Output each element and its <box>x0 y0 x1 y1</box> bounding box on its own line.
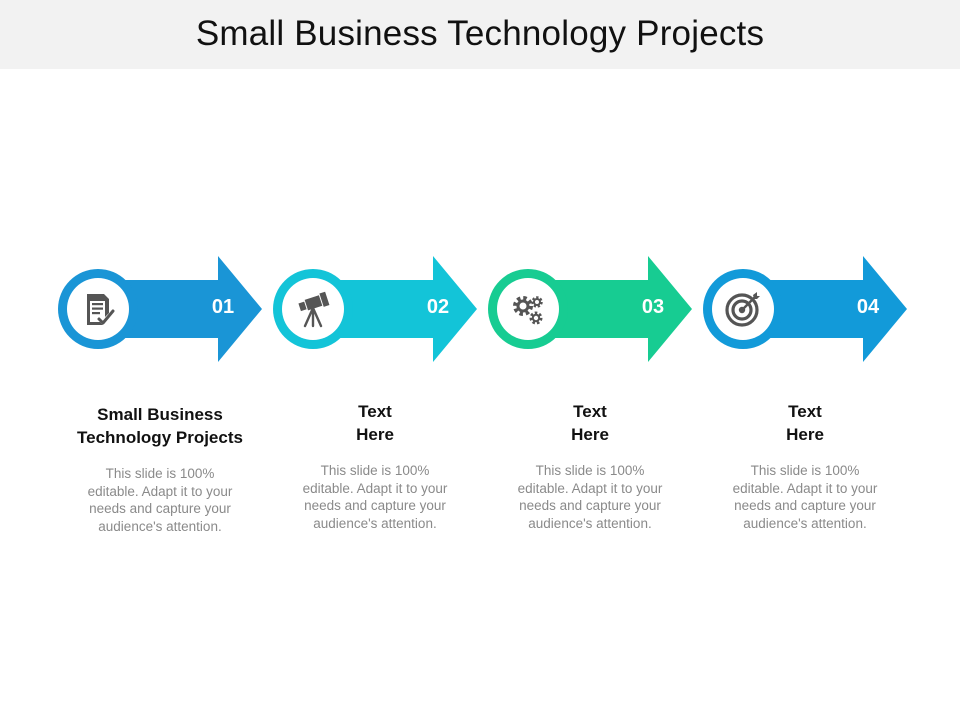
arrow-shape <box>98 256 262 362</box>
step-3-arrow: 03 <box>488 256 706 362</box>
step-number: 01 <box>211 296 235 318</box>
step-1-arrow: 01 <box>58 256 276 362</box>
icon-ring <box>703 269 783 349</box>
arrow-shape <box>313 256 477 362</box>
step-2-arrow: 02 <box>273 256 491 362</box>
caption-body: This slide is 100% editable. Adapt it to… <box>517 463 663 531</box>
step-number: 04 <box>856 296 880 318</box>
icon-circle <box>282 278 344 340</box>
icon-circle <box>497 278 559 340</box>
caption-body: This slide is 100% editable. Adapt it to… <box>732 463 878 531</box>
icon-circle <box>67 278 129 340</box>
caption-body: This slide is 100% editable. Adapt it to… <box>302 463 448 531</box>
icon-ring <box>273 269 353 349</box>
arrow-shape <box>528 256 692 362</box>
icon-ring <box>58 269 138 349</box>
icon-ring <box>488 269 568 349</box>
document-check-icon <box>87 294 115 325</box>
slide-title: Small Business Technology Projects <box>195 13 765 53</box>
step-number: 02 <box>426 296 450 318</box>
caption-body: This slide is 100% editable. Adapt it to… <box>87 466 233 534</box>
target-icon <box>725 292 760 327</box>
step-4-arrow: 04 <box>703 256 921 362</box>
telescope-icon <box>298 291 330 328</box>
gears-icon <box>513 296 543 325</box>
arrow-shape <box>743 256 907 362</box>
icon-circle <box>712 278 774 340</box>
step-number: 03 <box>641 296 665 318</box>
title-bar: Small Business Technology Projects <box>0 0 960 69</box>
